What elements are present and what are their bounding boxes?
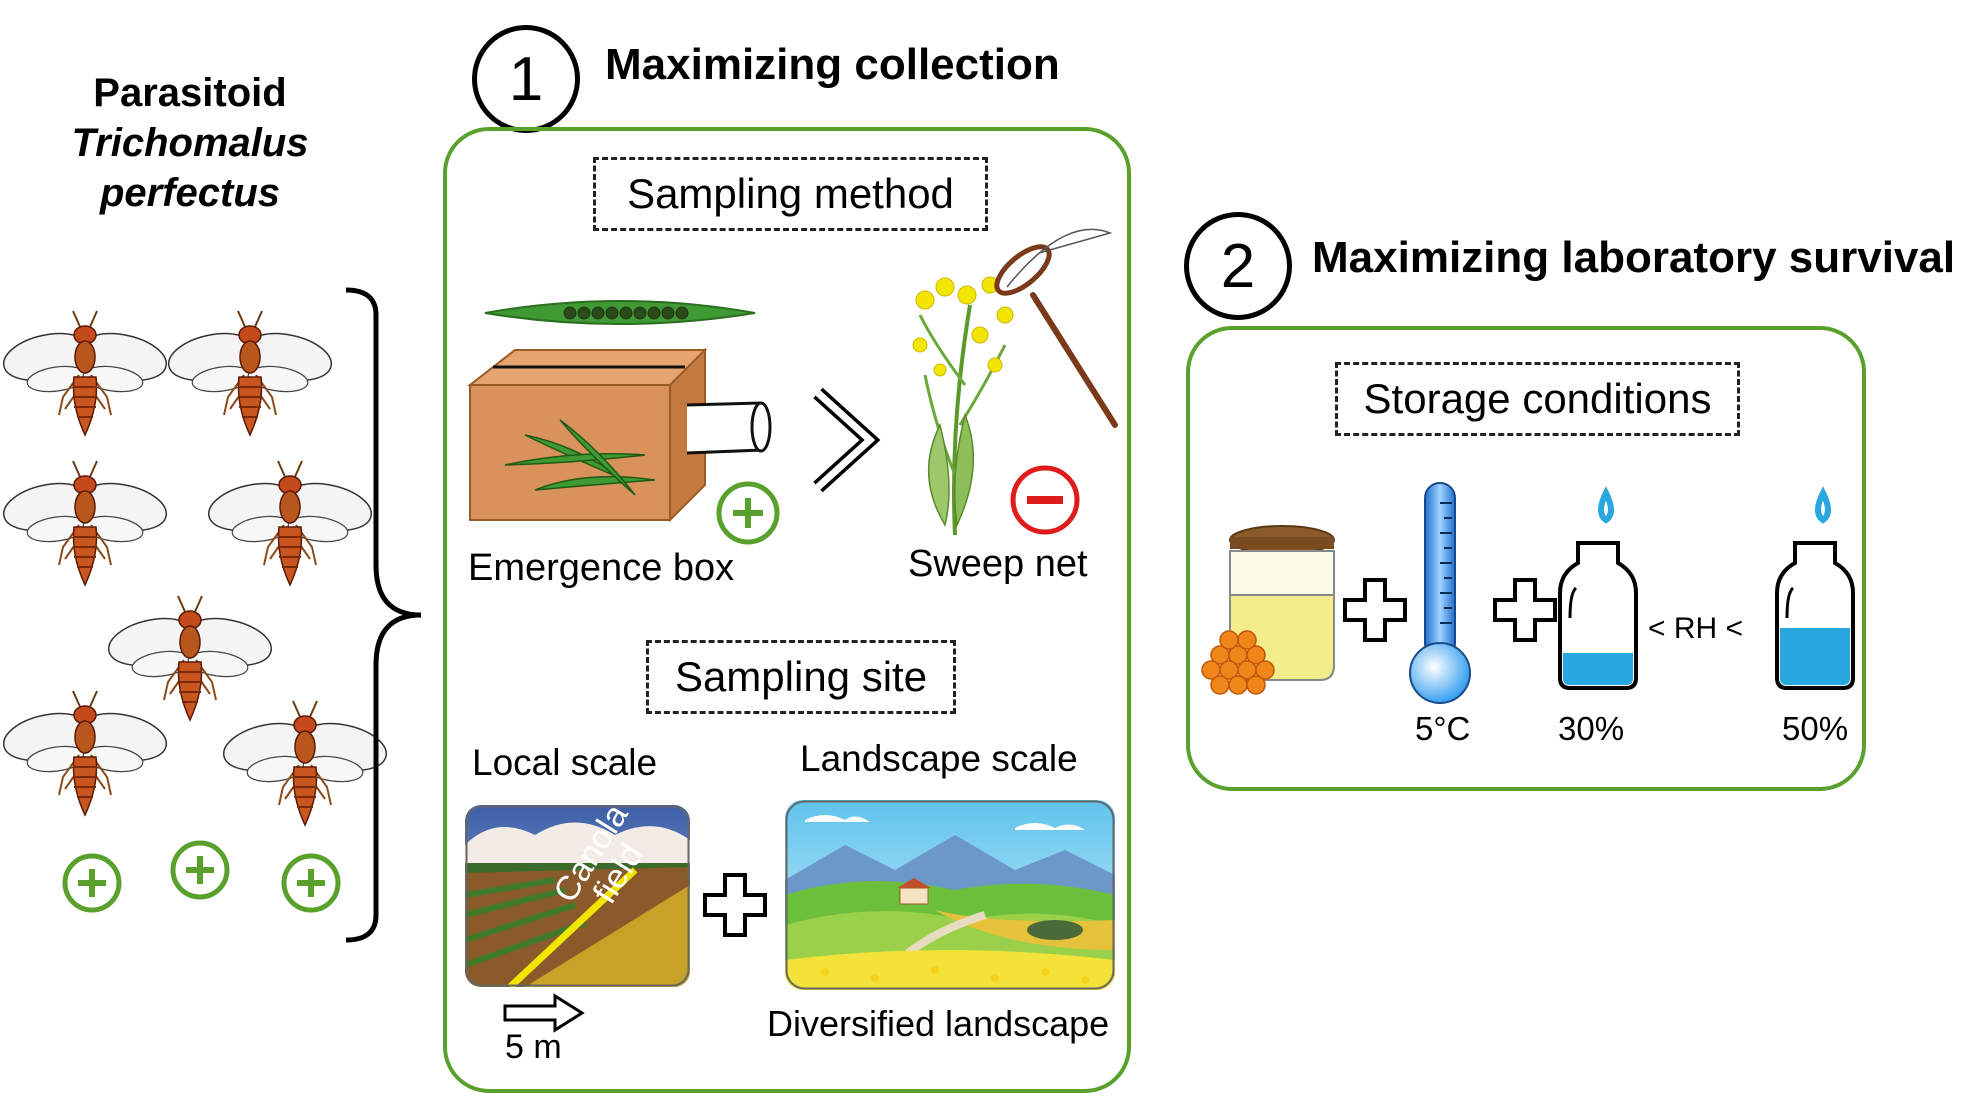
parasitoid-title-line1: Parasitoid bbox=[93, 71, 287, 115]
plus-icon bbox=[716, 481, 780, 545]
plus-icon bbox=[65, 856, 119, 910]
curly-bracket bbox=[345, 287, 422, 943]
sampling-method-label: Sampling method bbox=[593, 157, 988, 231]
thermometer-icon bbox=[1409, 482, 1471, 704]
species-genus: Trichomalus bbox=[71, 121, 309, 165]
emergence-box-illustration bbox=[467, 347, 772, 523]
wasp-drawing bbox=[0, 690, 172, 816]
storage-conditions-label: Storage conditions bbox=[1335, 362, 1740, 436]
temperature-label: 5°C bbox=[1415, 710, 1471, 747]
section2-title: Maximizing laboratory survival bbox=[1312, 233, 1956, 282]
diversified-landscape-picture bbox=[785, 800, 1115, 990]
honey-jar-illustration bbox=[1201, 525, 1335, 695]
rh-30-label: 30% bbox=[1558, 710, 1625, 747]
scale-bar-label: 5 m bbox=[505, 1028, 562, 1066]
section2-panel bbox=[1186, 326, 1866, 791]
plus-outline-icon bbox=[1343, 578, 1407, 642]
wasp-drawing bbox=[163, 310, 337, 436]
landscape-scale-label: Landscape scale bbox=[800, 738, 1078, 779]
wasp-group bbox=[0, 310, 392, 960]
local-scale-label: Local scale bbox=[472, 742, 658, 783]
plus-icon bbox=[284, 856, 338, 910]
minus-icon bbox=[1010, 465, 1080, 535]
bottle-50-icon bbox=[1775, 486, 1855, 690]
rh-50-label: 50% bbox=[1782, 710, 1849, 747]
sweep-net-illustration bbox=[912, 228, 1118, 536]
section2-number: 2 bbox=[1184, 212, 1292, 320]
scale-arrow-icon bbox=[503, 993, 585, 1033]
species-epithet: perfectus bbox=[99, 171, 281, 215]
plus-icon bbox=[173, 843, 227, 897]
rh-comparison-label: < RH < bbox=[1648, 612, 1744, 645]
wasp-drawing bbox=[103, 595, 277, 721]
canola-field-picture bbox=[465, 805, 690, 987]
wasp-drawing bbox=[0, 310, 172, 436]
canola-pod-illustration bbox=[484, 300, 756, 325]
section1-title: Maximizing collection bbox=[605, 40, 1060, 89]
sweep-net-label: Sweep net bbox=[908, 543, 1088, 585]
wasp-drawing bbox=[0, 460, 172, 586]
sampling-site-label: Sampling site bbox=[646, 640, 956, 714]
parasitoid-title: Parasitoid Trichomalus perfectus bbox=[60, 68, 320, 218]
diversified-landscape-label: Diversified landscape bbox=[767, 1003, 1110, 1044]
plus-outline-icon bbox=[703, 873, 767, 937]
greater-than-symbol bbox=[813, 387, 881, 493]
bottle-30-icon bbox=[1558, 486, 1638, 690]
section1-panel bbox=[443, 127, 1131, 1093]
emergence-box-label: Emergence box bbox=[468, 547, 735, 589]
plus-outline-icon bbox=[1493, 578, 1557, 642]
section1-number: 1 bbox=[472, 25, 580, 133]
